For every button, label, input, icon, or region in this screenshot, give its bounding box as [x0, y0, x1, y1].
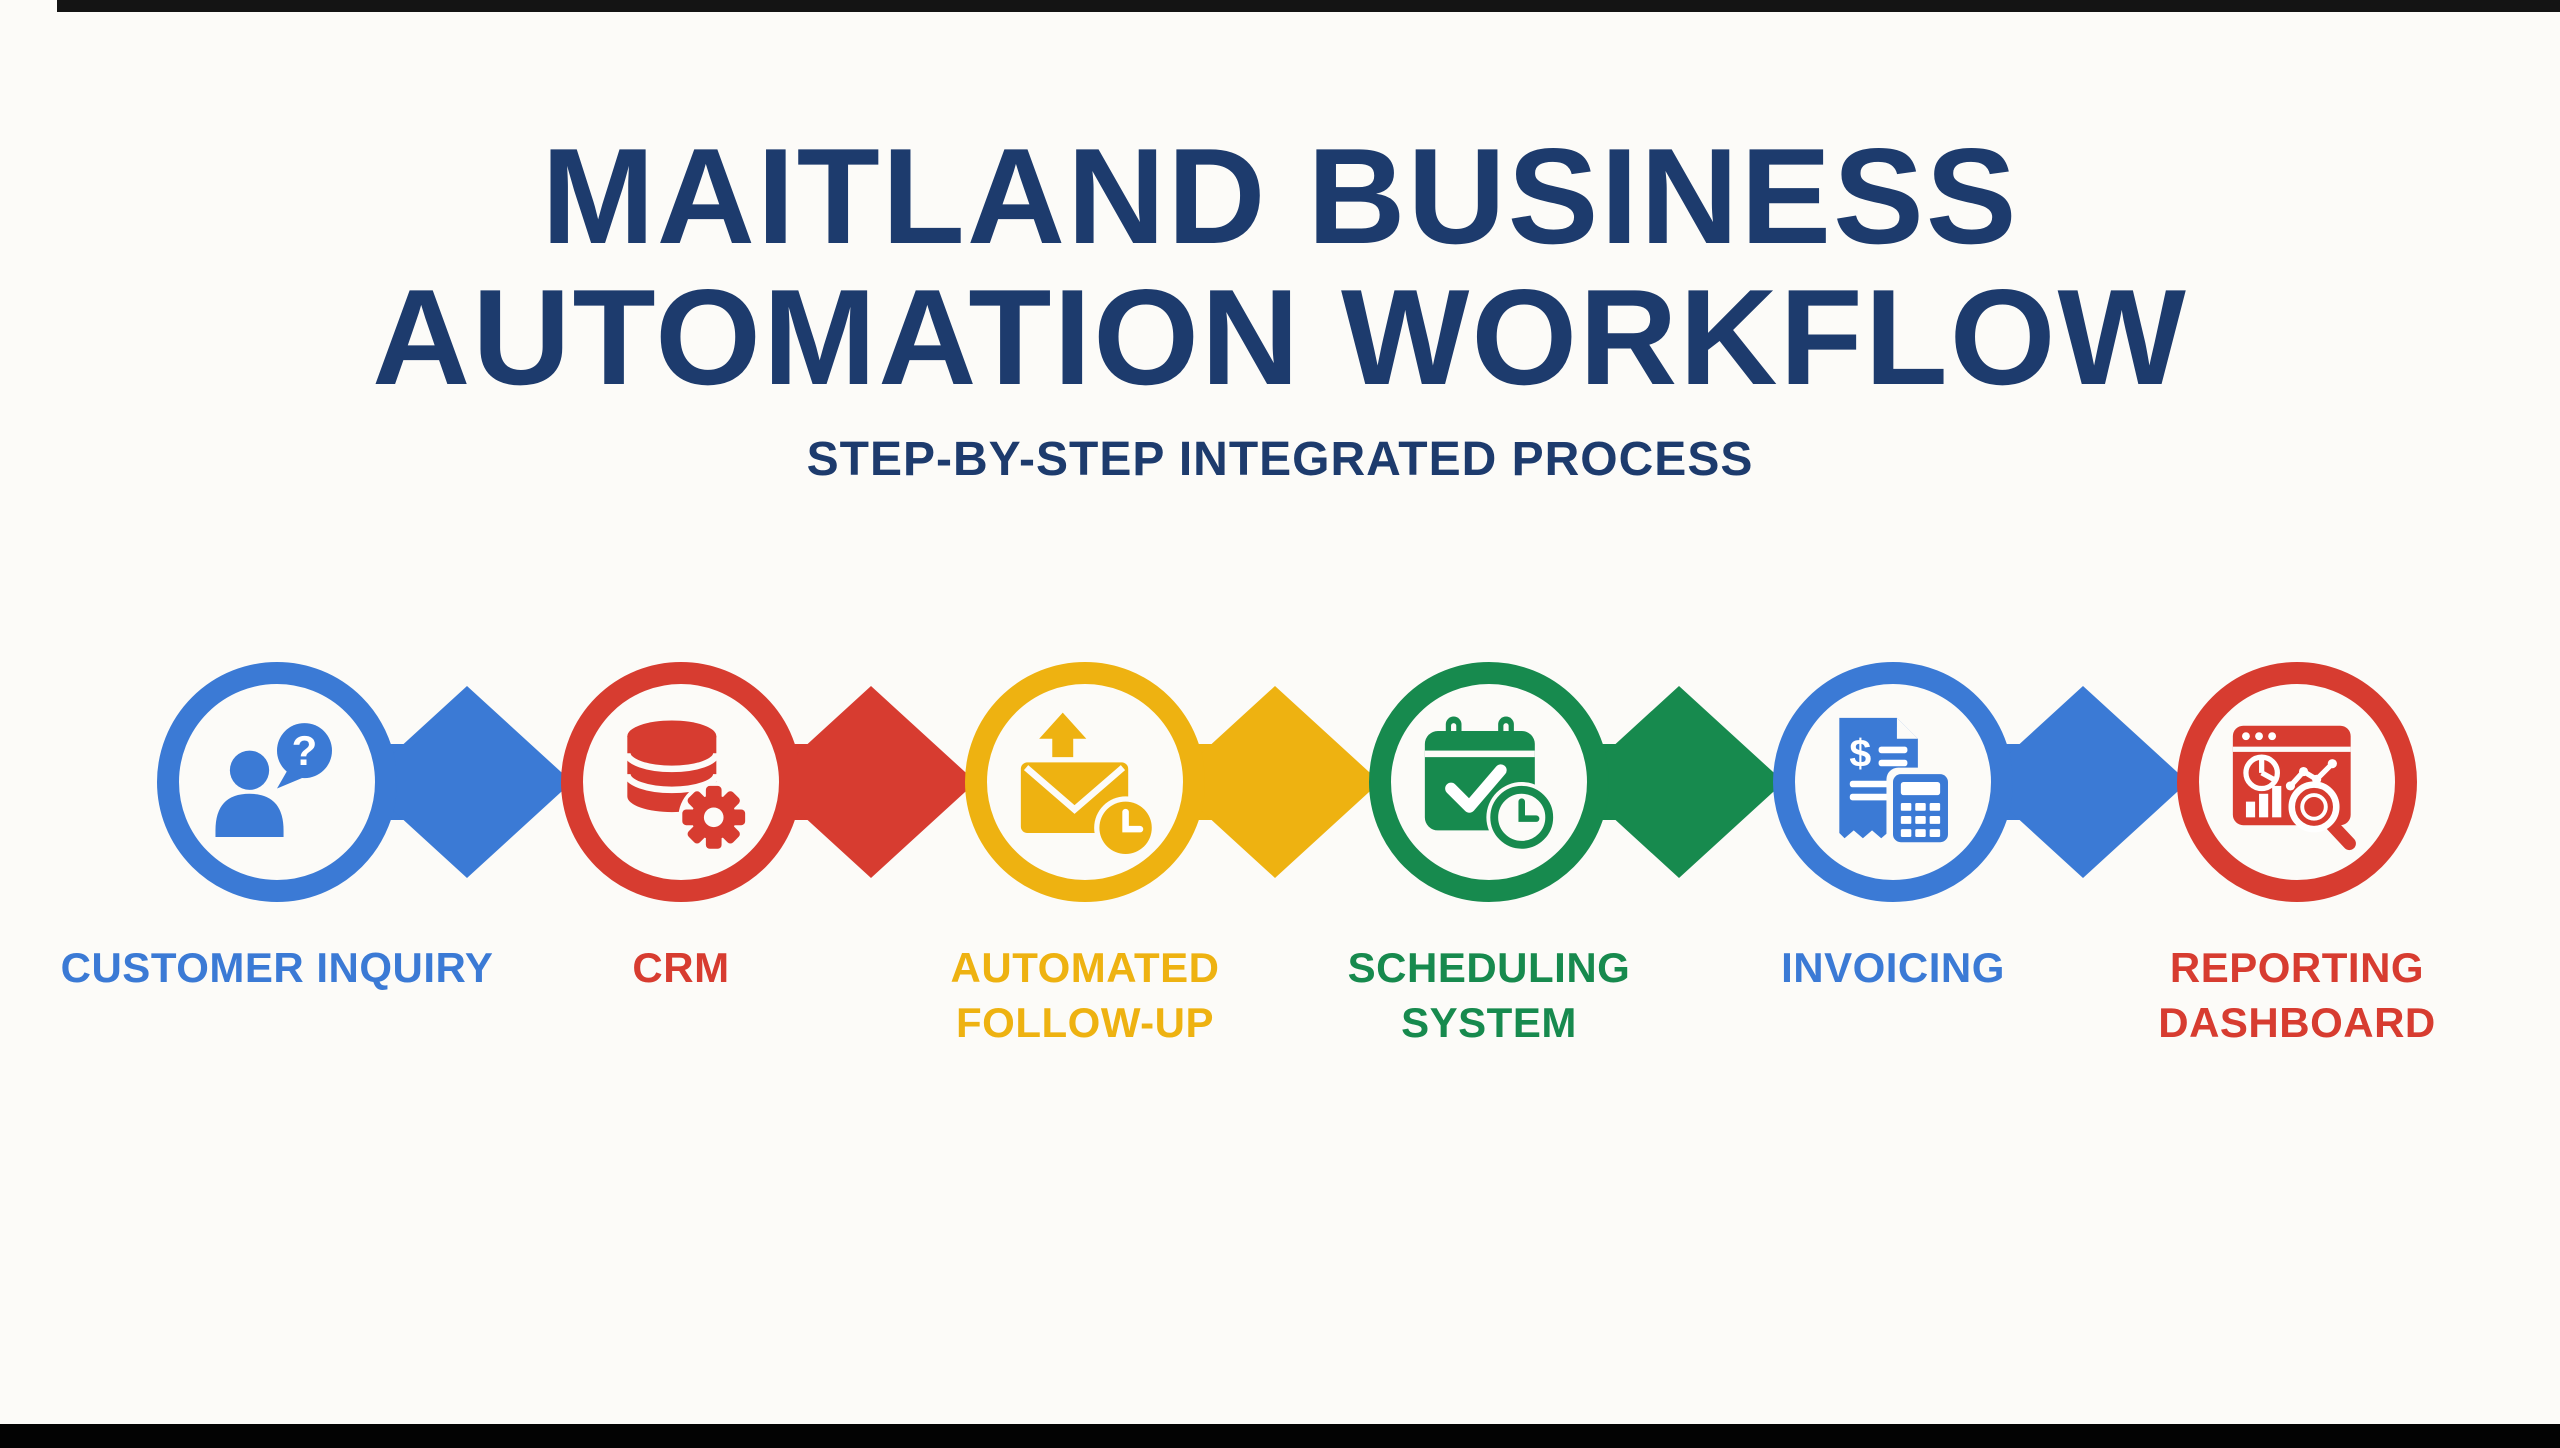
invoice-calculator-icon: $: [1839, 717, 1955, 849]
customer-inquiry-circle: ?: [157, 662, 397, 902]
step-label-automated-follow-up: AUTOMATED FOLLOW-UP: [950, 944, 1220, 1046]
page-title: MAITLAND BUSINESS AUTOMATION WORKFLOW: [0, 126, 2560, 408]
step-label-scheduling-system: SCHEDULING SYSTEM: [1347, 944, 1631, 1046]
page-subtitle: STEP-BY-STEP INTEGRATED PROCESS: [806, 433, 1754, 486]
svg-text:?: ?: [292, 727, 318, 774]
dashboard-magnifier-icon: [2232, 725, 2356, 851]
reporting-dashboard-circle: [2177, 662, 2417, 902]
database-gear-icon: [624, 720, 750, 853]
top-letterbox-bar: [57, 0, 2560, 12]
crm-circle: [561, 662, 801, 902]
calendar-check-clock-icon: [1424, 716, 1558, 853]
right-arrow-icon: [1953, 686, 2188, 878]
step-label-crm: CRM: [632, 944, 730, 991]
bottom-letterbox-bar: [0, 1424, 2560, 1448]
arrow-5: [1953, 680, 2188, 884]
page-title-line1: MAITLAND BUSINESS: [541, 120, 2019, 272]
person-question-icon: ?: [215, 723, 332, 837]
scheduling-system-circle: [1369, 662, 1609, 902]
step-label-customer-inquiry: CUSTOMER INQUIRY: [60, 944, 494, 991]
header: MAITLAND BUSINESS AUTOMATION WORKFLOW ST…: [0, 126, 2560, 487]
email-send-clock-icon: [1020, 712, 1157, 854]
step-label-reporting-dashboard: REPORTING DASHBOARD: [2158, 944, 2436, 1046]
invoicing-circle: $: [1773, 662, 2013, 902]
svg-text:$: $: [1849, 731, 1871, 775]
automated-follow-up-circle: [965, 662, 1205, 902]
step-label-invoicing: INVOICING: [1781, 944, 2005, 991]
page-title-line2: AUTOMATION WORKFLOW: [372, 261, 2188, 413]
